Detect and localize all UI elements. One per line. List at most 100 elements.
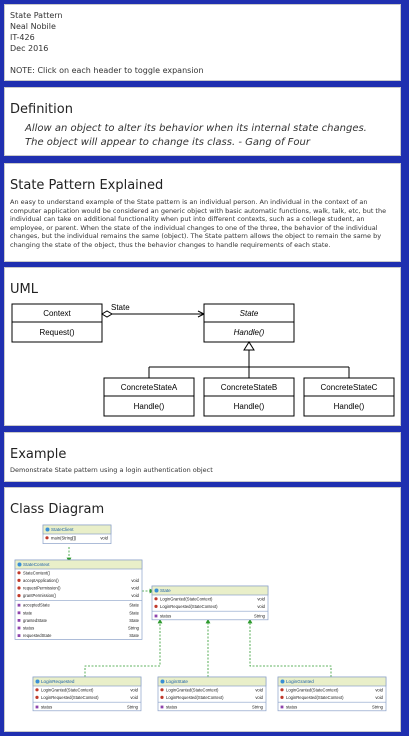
field-type: String (372, 705, 384, 710)
field-name: status (166, 705, 177, 710)
method-return-type: void (255, 695, 263, 700)
method-signature: LoginGranted(StateContext) (286, 687, 339, 692)
definition-header[interactable]: Definition (10, 102, 73, 117)
method-return-type: void (375, 687, 383, 692)
class-name: LoginGranted (286, 679, 314, 684)
example-header[interactable]: Example (10, 447, 67, 462)
toggle-note: NOTE: Click on each header to toggle exp… (10, 66, 204, 75)
uml-inheritance (148, 341, 350, 378)
method-signature: LoginRequested(StateContext) (286, 695, 344, 700)
example-panel: Example Demonstrate State pattern using … (4, 432, 401, 482)
uml-association: State (101, 303, 206, 318)
class-icon (280, 679, 285, 684)
uml-context-name: Context (43, 309, 71, 318)
uml-concrete-b: ConcreteStateB Handle() (203, 377, 295, 417)
field-icon (17, 634, 21, 637)
author: Neal Nobile (10, 22, 56, 31)
uml-association-label: State (111, 303, 130, 312)
method-icon (160, 695, 164, 699)
method-signature: requestPermission() (23, 586, 61, 591)
method-signature: acceptApplication() (23, 578, 59, 583)
method-return-type: void (100, 535, 108, 540)
field-name: status (160, 614, 171, 619)
cd-dependencies (66, 547, 332, 677)
field-name: status (41, 705, 52, 710)
field-icon (17, 603, 21, 607)
example-text: Demonstrate State pattern using a login … (10, 466, 213, 474)
method-icon (17, 571, 21, 575)
method-signature: StateContext() (23, 570, 51, 575)
explained-panel: State Pattern Explained An easy to under… (4, 163, 401, 262)
class-icon (35, 679, 40, 684)
field-name: state (23, 610, 33, 615)
method-return-type: void (131, 593, 139, 598)
method-icon (160, 688, 164, 692)
field-icon (154, 614, 158, 618)
explained-header[interactable]: State Pattern Explained (10, 178, 164, 193)
field-name: acceptedState (23, 603, 50, 608)
uml-header[interactable]: UML (10, 282, 38, 297)
field-type: State (129, 618, 139, 623)
class-icon (160, 679, 165, 684)
class-diagram-header[interactable]: Class Diagram (10, 502, 105, 517)
method-signature: LoginGranted(StateContext) (160, 596, 213, 601)
method-return-type: void (255, 687, 263, 692)
uml-state-name: State (240, 309, 259, 318)
uml-concrete-a-name: ConcreteStateA (121, 383, 178, 392)
field-type: String (252, 705, 264, 710)
field-icon (17, 626, 21, 630)
method-signature: LoginRequested(StateContext) (41, 695, 99, 700)
method-return-type: void (257, 596, 265, 601)
method-signature: LoginRequested(StateContext) (166, 695, 224, 700)
field-icon (17, 611, 21, 615)
method-return-type: void (257, 604, 265, 609)
field-type: State (129, 633, 139, 638)
class-icon (17, 562, 22, 567)
cd-state: StateLoginGranted(StateContext)voidLogin… (151, 585, 269, 621)
field-icon (160, 705, 164, 709)
page-title: State Pattern (10, 11, 63, 20)
date: Dec 2016 (10, 44, 49, 53)
class-name: StateContext (23, 562, 50, 567)
method-icon (45, 536, 49, 540)
field-type: State (129, 603, 139, 608)
method-return-type: void (131, 578, 139, 583)
uml-concrete-b-method: Handle() (234, 402, 265, 411)
method-signature: grantPermission() (23, 593, 57, 598)
method-icon (17, 594, 21, 598)
method-icon (35, 695, 39, 699)
explained-text: An easy to understand example of the Sta… (10, 198, 387, 249)
uml-state-class: State Handle() (203, 303, 295, 343)
uml-diagram: Context Request() State State Handle() (11, 303, 395, 417)
method-icon (17, 578, 21, 582)
class-icon (154, 588, 159, 593)
definition-quote: Allow an object to alter its behavior wh… (25, 123, 367, 148)
uml-state-method: Handle() (234, 328, 265, 337)
method-return-type: void (131, 586, 139, 591)
method-icon (154, 604, 158, 608)
cd-loginrequested: LoginRequestedLoginGranted(StateContext)… (32, 676, 142, 712)
field-type: String (254, 614, 266, 619)
field-type: String (127, 705, 139, 710)
uml-context-method: Request() (39, 328, 74, 337)
uml-concrete-a: ConcreteStateA Handle() (103, 377, 195, 417)
uml-concrete-c-name: ConcreteStateC (321, 383, 378, 392)
uml-concrete-a-method: Handle() (134, 402, 165, 411)
method-signature: LoginGranted(StateContext) (166, 687, 219, 692)
definition-panel: Definition Allow an object to alter its … (4, 87, 401, 156)
method-return-type: void (130, 687, 138, 692)
method-signature: main(String[]) (51, 535, 77, 540)
method-return-type: void (130, 695, 138, 700)
method-icon (280, 688, 284, 692)
class-name: LoginState (166, 679, 188, 684)
field-name: status (23, 626, 34, 631)
intro-panel: State Pattern Neal Nobile IT-426 Dec 201… (4, 4, 401, 81)
class-name: LoginRequested (41, 679, 75, 684)
method-signature: LoginGranted(StateContext) (41, 687, 94, 692)
uml-context-class: Context Request() (11, 303, 103, 343)
uml-concrete-c: ConcreteStateC Handle() (303, 377, 395, 417)
class-name: State (160, 588, 171, 593)
